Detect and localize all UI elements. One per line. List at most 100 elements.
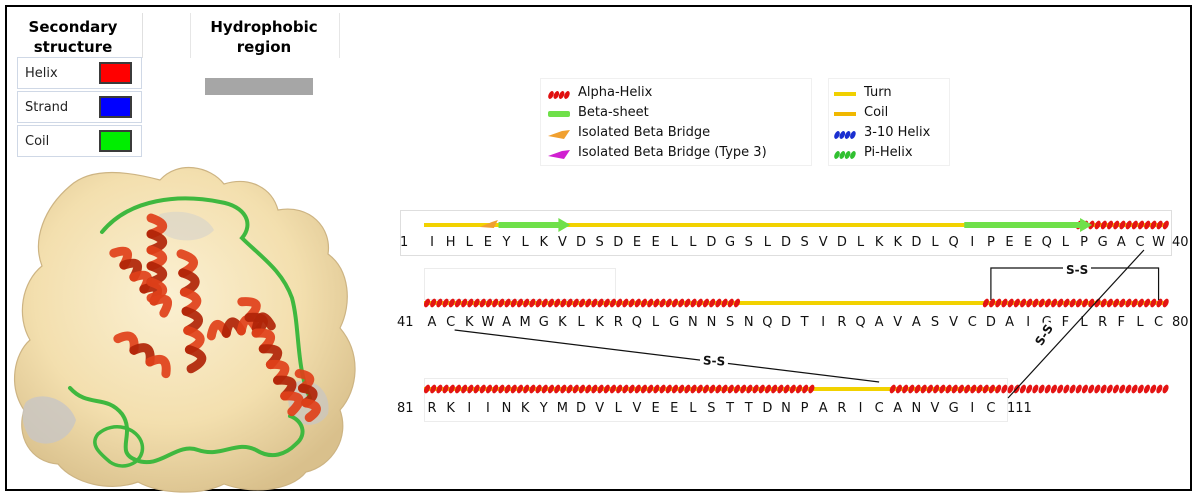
residue-59: Q bbox=[762, 315, 773, 330]
residue-2: H bbox=[445, 235, 456, 250]
helix-turn bbox=[473, 384, 480, 394]
helix-turn bbox=[933, 384, 940, 394]
residue-48: K bbox=[558, 315, 567, 330]
helix-turn bbox=[1119, 298, 1126, 308]
residue-58: N bbox=[743, 315, 754, 330]
residue-25: K bbox=[874, 235, 884, 250]
3-10-helix-glyph bbox=[834, 131, 856, 139]
residue-98: T bbox=[744, 401, 753, 416]
hydrophobic-key-header bbox=[190, 13, 340, 58]
arrow-glyph bbox=[548, 130, 570, 139]
sequence-row-frame-1 bbox=[400, 210, 1172, 256]
helix-turn bbox=[982, 298, 989, 308]
helix-turn bbox=[684, 298, 691, 308]
residue-92: V bbox=[632, 401, 642, 416]
residue-62: I bbox=[821, 315, 826, 330]
residue-38: A bbox=[1116, 235, 1126, 250]
helix-turn bbox=[585, 384, 592, 394]
residue-46: M bbox=[519, 315, 531, 330]
coil-color-swatch bbox=[99, 130, 132, 152]
helix-turn bbox=[622, 298, 629, 308]
helix-turn bbox=[908, 384, 915, 394]
helix-turn bbox=[1125, 298, 1132, 308]
helix-turn bbox=[715, 384, 722, 394]
helix-turn bbox=[1137, 298, 1144, 308]
surface-shadow-left bbox=[22, 396, 76, 444]
beta-strand-arrow bbox=[964, 218, 1093, 232]
residue-66: V bbox=[893, 315, 903, 330]
helix-turn bbox=[1156, 298, 1163, 308]
beta-sheet-glyph bbox=[548, 111, 570, 117]
residue-33: E bbox=[1024, 235, 1033, 250]
helix-turn bbox=[834, 151, 840, 159]
residue-51: R bbox=[613, 315, 623, 330]
helix-turn bbox=[926, 384, 934, 394]
residue-35: L bbox=[1061, 235, 1070, 250]
helix-turn bbox=[895, 384, 903, 394]
residue-86: K bbox=[520, 401, 530, 416]
helix-turn bbox=[585, 298, 592, 308]
helix-turn bbox=[889, 384, 896, 394]
helix-turn bbox=[430, 384, 437, 394]
residue-19: L bbox=[763, 235, 771, 250]
residue-75: F bbox=[1061, 315, 1070, 330]
isolated-beta-bridge-type3-glyph bbox=[548, 150, 570, 159]
residue-44: W bbox=[481, 315, 495, 330]
residue-55: N bbox=[687, 315, 698, 330]
residue-89: D bbox=[576, 401, 587, 416]
line-glyph bbox=[834, 92, 856, 96]
residue-111: C bbox=[986, 401, 996, 416]
helix-turn bbox=[1143, 384, 1151, 394]
helix-turn bbox=[709, 298, 716, 308]
helix-turn bbox=[1026, 384, 1033, 394]
helix-turn bbox=[541, 298, 548, 308]
helix-turn bbox=[914, 384, 921, 394]
residue-11: D bbox=[613, 235, 624, 250]
helix-turn bbox=[690, 384, 697, 394]
helix-turn bbox=[659, 384, 666, 394]
helix-turn bbox=[771, 384, 778, 394]
hydrophobic-region-swatch bbox=[205, 78, 313, 95]
helix-turn bbox=[1144, 220, 1151, 230]
residue-99: D bbox=[762, 401, 773, 416]
helix-turn bbox=[504, 298, 511, 308]
helix-turn bbox=[467, 384, 474, 394]
helix-turn bbox=[1069, 384, 1076, 394]
residue-70: C bbox=[967, 315, 977, 330]
helix-turn bbox=[802, 384, 809, 394]
helix-turn bbox=[995, 384, 1002, 394]
helix-turn bbox=[850, 151, 856, 159]
residue-31: P bbox=[986, 235, 995, 250]
residue-56: N bbox=[706, 315, 717, 330]
residue-78: F bbox=[1117, 315, 1126, 330]
helix-turn bbox=[976, 384, 983, 394]
helix-turn bbox=[461, 298, 468, 308]
helix-turn bbox=[902, 384, 909, 394]
helix-turn bbox=[591, 298, 598, 308]
helix-turn bbox=[1032, 384, 1039, 394]
helix-turn bbox=[715, 298, 722, 308]
helix-turn bbox=[430, 298, 437, 308]
coil-chain-loop bbox=[93, 425, 145, 468]
helix-turn bbox=[467, 298, 474, 308]
residue-43: K bbox=[464, 315, 474, 330]
coil-chain-bottom bbox=[68, 386, 305, 465]
legend-label-coil: Coil bbox=[864, 105, 889, 120]
helix-turn bbox=[678, 384, 685, 394]
helix-turn bbox=[988, 384, 996, 394]
key-row-coil: Coil bbox=[17, 125, 142, 157]
residue-24: L bbox=[856, 235, 865, 250]
residue-21: S bbox=[800, 235, 809, 250]
residue-39: C bbox=[1135, 235, 1145, 250]
helix-turn bbox=[603, 298, 610, 308]
helix-turn bbox=[733, 298, 741, 308]
residue-52: Q bbox=[631, 315, 643, 330]
helix-turn bbox=[671, 384, 679, 394]
helix-turn bbox=[1007, 298, 1014, 308]
helix-turn bbox=[1020, 298, 1027, 308]
residue-104: I bbox=[858, 401, 863, 416]
residue-68: S bbox=[930, 315, 940, 330]
helix-turn bbox=[523, 298, 530, 308]
helix-turn bbox=[746, 384, 753, 394]
residue-108: V bbox=[930, 401, 940, 416]
